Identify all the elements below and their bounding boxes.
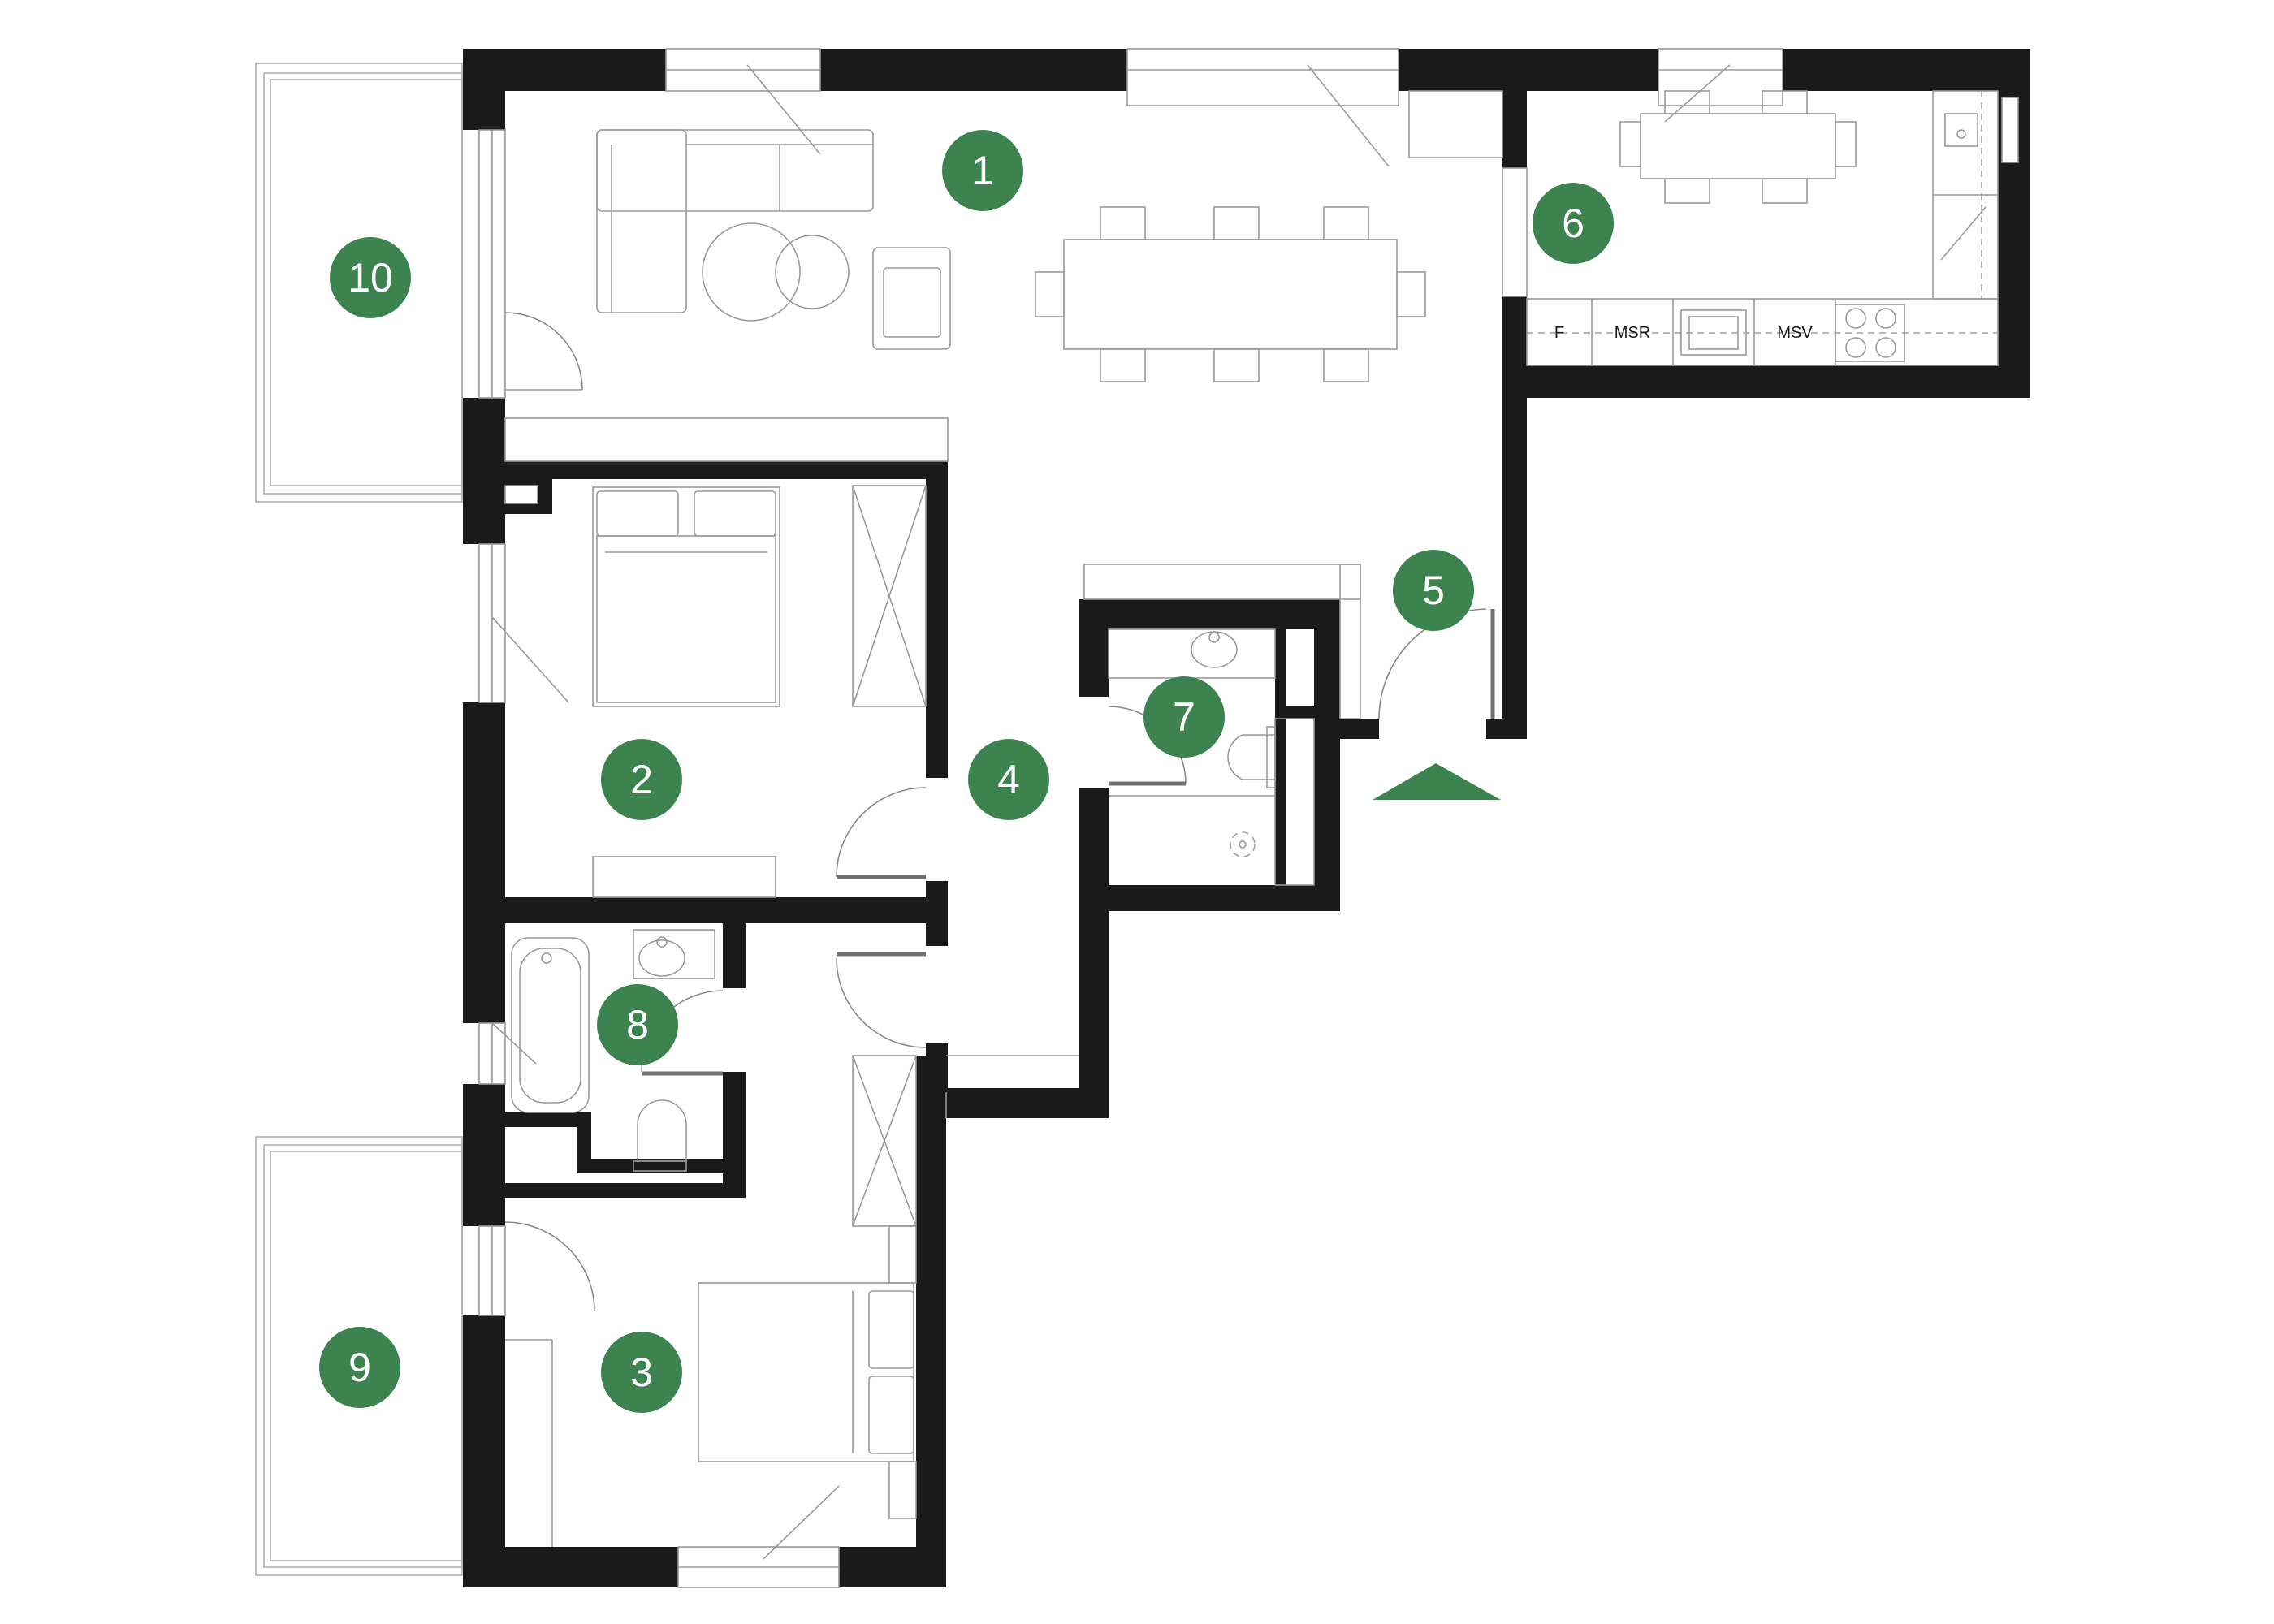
room-badge-6: 6 [1533, 183, 1614, 264]
msr-label: MSR [1615, 324, 1650, 342]
room-number-1: 1 [971, 148, 994, 193]
room-badge-7: 7 [1143, 676, 1225, 758]
wc-7-fixtures [1083, 564, 1361, 886]
room-number-6: 6 [1562, 201, 1584, 246]
msv-label: MSV [1777, 324, 1813, 342]
room-number-10: 10 [348, 255, 393, 300]
doors [491, 64, 1731, 1560]
balcony-9 [255, 1136, 463, 1576]
room-number-2: 2 [630, 757, 653, 802]
room-badge-3: 3 [601, 1332, 682, 1413]
windows [478, 48, 2019, 1588]
room-number-8: 8 [626, 1002, 649, 1047]
room-badge-2: 2 [601, 739, 682, 820]
room-number-9: 9 [348, 1345, 371, 1390]
fridge-label: F [1554, 324, 1564, 342]
room-number-5: 5 [1422, 568, 1445, 613]
bathroom-8-fixtures [511, 929, 715, 1172]
room-badge-4: 4 [968, 739, 1049, 820]
living-furniture [504, 90, 1503, 462]
room-number-7: 7 [1173, 694, 1195, 740]
room-badge-9: 9 [319, 1327, 400, 1408]
room-badge-1: 1 [942, 130, 1023, 211]
room-badge-8: 8 [597, 984, 678, 1065]
walls [463, 49, 2030, 1587]
room-badge-5: 5 [1393, 550, 1474, 631]
room-number-3: 3 [630, 1350, 653, 1395]
entrance-arrow-icon [1373, 763, 1501, 800]
room-number-4: 4 [997, 757, 1020, 802]
bedroom-2-furniture [592, 485, 927, 898]
bedroom-3-furniture [505, 1055, 1079, 1547]
room-badge-10: 10 [330, 237, 411, 318]
kitchen: F MSR MSV [1526, 90, 1999, 366]
balcony-10 [255, 63, 463, 503]
